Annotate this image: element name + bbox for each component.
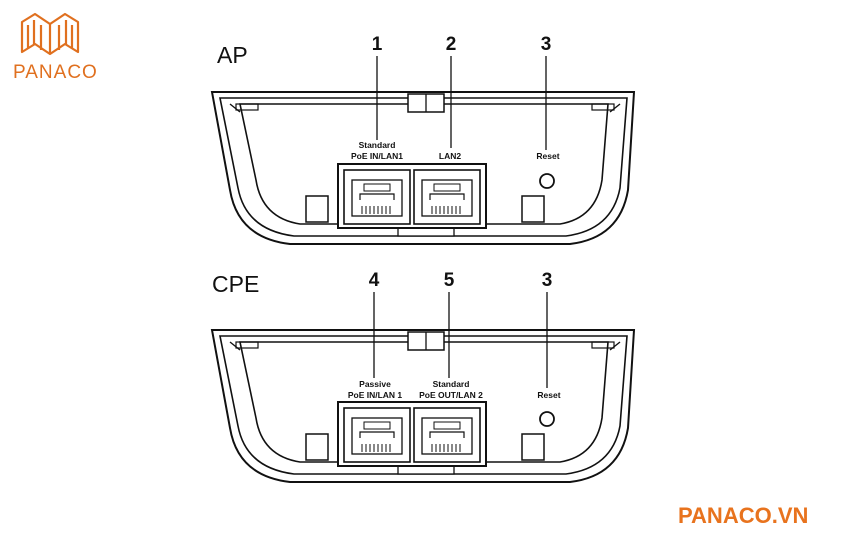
cpe-port-1-label-line1: Passive [359,379,391,389]
callout-4: 4 [368,270,380,291]
callout-5: 5 [443,270,455,291]
callout-3: 3 [540,34,552,55]
cpe-port-2-label-line1: Standard [432,379,470,389]
ap-title: AP [217,42,248,68]
callout-3-cpe: 3 [541,270,553,291]
ap-port-1-label-line1: Standard [358,140,396,150]
cpe-reset-label: Reset [537,390,561,400]
callout-1: 1 [371,34,383,55]
ap-port-2-label: LAN2 [438,151,462,161]
logo-text: PANACO [13,62,98,83]
ap-reset-label: Reset [536,151,560,161]
cpe-title: CPE [212,271,260,297]
callout-2: 2 [445,34,457,55]
cpe-port-2-label-line2: PoE OUT/LAN 2 [419,390,483,400]
ap-port-1-label-line2: PoE IN/LAN1 [351,151,403,161]
footer-brand: PANACO.VN [678,503,809,528]
cpe-port-1-label-line2: PoE IN/LAN 1 [347,390,403,400]
ap-device [212,92,634,244]
cpe-device [212,330,634,482]
